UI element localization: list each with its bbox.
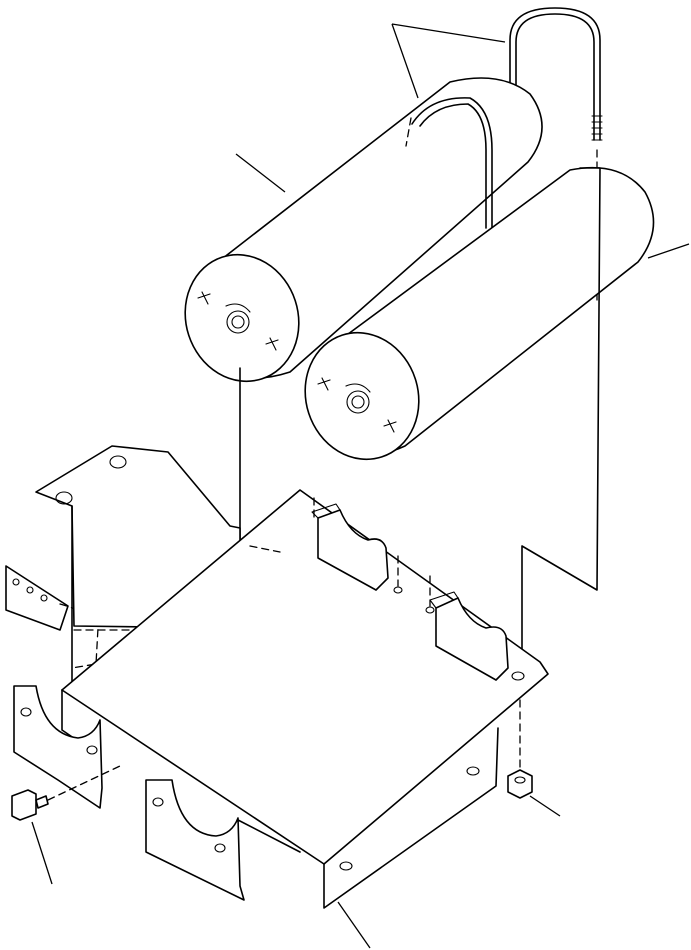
leader-tank-1 [235,153,286,193]
leader-bolt [31,821,53,885]
saddle-clamp-icon [435,597,509,681]
leader-hose [391,23,506,99]
leader-tank-2 [647,243,690,259]
leader-nut [529,795,561,817]
lower-left-clamp [13,685,103,809]
saddle-clamp-1 [311,497,403,594]
lower-front-clamp [145,779,301,901]
leader-bracket [337,901,371,949]
bracket-plate-icon [61,489,549,909]
tank-fitting-icon [317,377,397,433]
tank-1 [184,77,543,383]
tank-fitting-icon [197,291,279,351]
saddle-clamp-2 [425,575,509,681]
callout-leaders [31,23,690,949]
saddle-clamp-icon [317,509,389,591]
nut-icon [507,699,533,799]
tank-2 [304,166,655,461]
bolt-icon [11,765,121,821]
perforated-strap-icon [5,565,99,669]
